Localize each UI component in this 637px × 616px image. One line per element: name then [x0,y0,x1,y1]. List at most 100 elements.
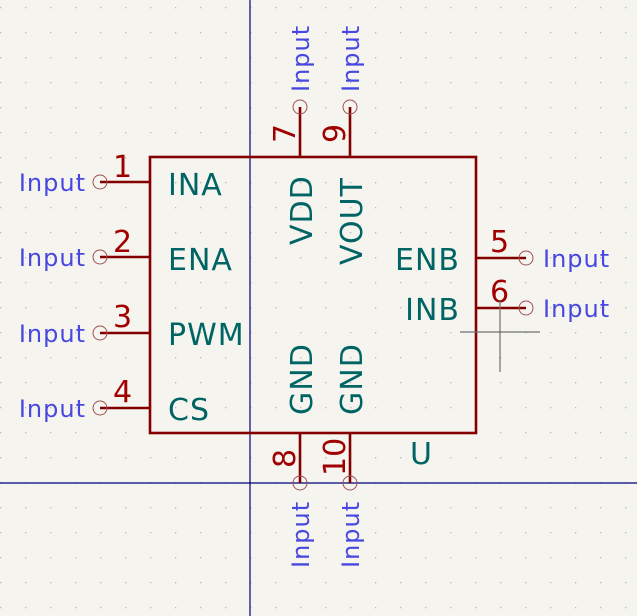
grid-dot [275,282,277,284]
grid-dot [75,32,77,34]
pin-2[interactable]: 2 ENA Input [19,225,233,278]
net-label[interactable]: Input [19,320,86,348]
grid-dot [25,232,27,234]
net-label[interactable]: Input [19,169,86,197]
grid-dot [400,357,402,359]
grid-dot [600,7,602,9]
grid-dot [525,57,527,59]
grid-dot [625,357,627,359]
pin-number: 2 [113,225,132,260]
grid-dot [575,207,577,209]
net-label[interactable]: Input [543,245,610,273]
grid-dot [475,532,477,534]
grid-dot [0,232,2,234]
component-symbol[interactable]: 1 INA Input 2 ENA Input 3 PWM Input 4 CS… [19,25,610,568]
grid-dot [575,57,577,59]
grid-dot [500,357,502,359]
grid-dot [150,607,152,609]
grid-dot [125,582,127,584]
grid-dot [550,257,552,259]
grid-dot [375,582,377,584]
grid-dot [525,132,527,134]
grid-dot [550,407,552,409]
reference-designator[interactable]: U [410,437,433,472]
grid-dot [450,207,452,209]
grid-dot [425,257,427,259]
grid-dot [525,107,527,109]
net-label[interactable]: Input [337,501,365,568]
net-label[interactable]: Input [287,25,315,92]
grid-dot [375,457,377,459]
grid-dot [400,507,402,509]
grid-dot [125,457,127,459]
grid-dot [75,282,77,284]
grid-dot [375,557,377,559]
grid-dot [375,232,377,234]
grid-dot [500,407,502,409]
grid-dot [200,107,202,109]
pin-7[interactable]: 7 VDD Input [268,25,320,245]
grid-dot [575,357,577,359]
net-label[interactable]: Input [337,25,365,92]
grid-dot [225,232,227,234]
grid-dot [350,82,352,84]
grid-dot [300,82,302,84]
grid-dot [250,507,252,509]
pin-10[interactable]: 10 GND Input [318,343,370,568]
pin-9[interactable]: 9 VOUT Input [318,25,370,265]
grid-dot [475,582,477,584]
pin-8[interactable]: 8 GND Input [268,343,320,568]
grid-dot [550,457,552,459]
grid-dot [400,532,402,534]
pin-6[interactable]: 6 INB Input [405,275,610,328]
grid-dot [200,507,202,509]
grid-dot [0,157,2,159]
grid-dot [575,607,577,609]
grid-dot [225,532,227,534]
grid-dot [500,432,502,434]
grid-dot [25,307,27,309]
grid-dot [50,432,52,434]
grid-dot [575,557,577,559]
grid-dot [400,582,402,584]
grid-dot [500,382,502,384]
grid-dot [525,382,527,384]
grid-dot [50,257,52,259]
grid-dot [600,432,602,434]
pin-5[interactable]: 5 ENB Input [395,225,610,278]
grid-dot [75,432,77,434]
net-label[interactable]: Input [543,295,610,323]
grid-dot [500,232,502,234]
pin-end-marker [92,400,108,416]
net-label[interactable]: Input [19,395,86,423]
grid-dot [125,607,127,609]
grid-dot [500,332,502,334]
grid-dot [200,207,202,209]
grid-dot [575,582,577,584]
component-body[interactable] [148,155,478,435]
pin-number: 10 [318,438,353,476]
pin-3[interactable]: 3 PWM Input [19,300,245,353]
grid-dot [100,207,102,209]
grid-dot [25,207,27,209]
grid-dot [200,457,202,459]
grid-dot [600,157,602,159]
grid-dot [450,457,452,459]
net-label[interactable]: Input [287,501,315,568]
grid-dot [350,507,352,509]
grid-dot [350,407,352,409]
grid-dot [525,282,527,284]
grid-dot [400,232,402,234]
grid-dot [175,107,177,109]
pin-4[interactable]: 4 CS Input [19,375,210,428]
net-label[interactable]: Input [19,244,86,272]
grid-dot [425,82,427,84]
pin-name: ENA [168,243,233,278]
pin-1[interactable]: 1 INA Input [19,150,223,203]
grid-dot [275,507,277,509]
grid-dot [0,582,2,584]
grid-dot [325,182,327,184]
grid-dot [400,107,402,109]
grid-dot [450,7,452,9]
